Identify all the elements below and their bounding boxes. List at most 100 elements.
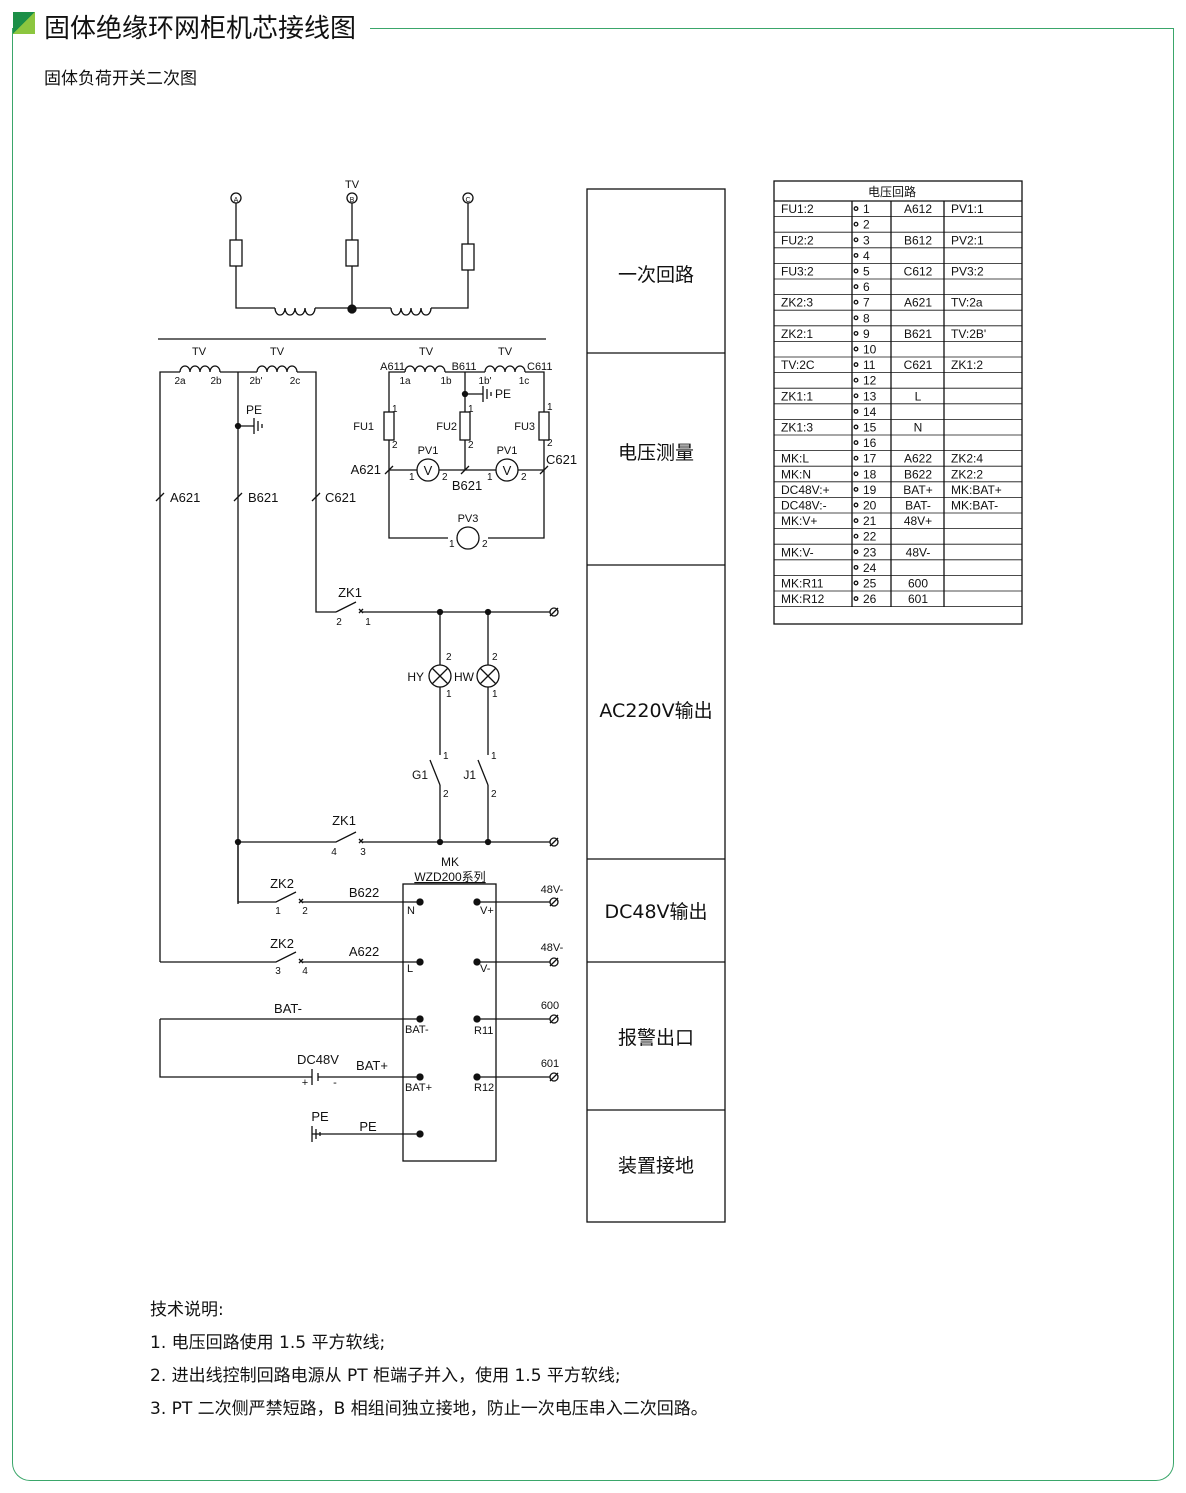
terminal-1a: 1a bbox=[399, 376, 411, 387]
table-cell-mid: A612 bbox=[904, 202, 932, 216]
voltage-measurement: PE FU1 FU2 FU3 TV TV A611 B611 C611 1a 1… bbox=[351, 346, 577, 550]
pe-ground-icon bbox=[238, 418, 263, 434]
dc48v-minus-out-terminal bbox=[549, 957, 559, 967]
link-terminal-icon bbox=[853, 408, 859, 414]
ac-out-n-terminal bbox=[549, 837, 559, 847]
link-terminal-icon bbox=[853, 252, 859, 258]
note-item: 2. 进出线控制回路电源从 PT 柜端子并入，使用 1.5 平方软线; bbox=[150, 1366, 621, 1386]
fu3-label: FU3 bbox=[514, 421, 535, 433]
link-terminal-icon bbox=[853, 362, 859, 368]
zk1-pin4: 4 bbox=[331, 847, 337, 858]
zk2-upper-switch-icon bbox=[237, 842, 420, 903]
zk2-pin3: 3 bbox=[275, 966, 281, 977]
fu3-pin1: 1 bbox=[547, 402, 553, 413]
link-terminal-icon bbox=[853, 268, 859, 274]
table-cell-num: 13 bbox=[863, 389, 877, 403]
out-48v-plus-label: 48V- bbox=[541, 884, 564, 896]
link-terminal-icon bbox=[853, 564, 859, 570]
zk2-pin1: 1 bbox=[275, 906, 281, 917]
zk1-pin2: 2 bbox=[336, 617, 342, 628]
link-terminal-icon bbox=[853, 377, 859, 383]
fu1-icon bbox=[383, 411, 395, 441]
pv2-symbol: V bbox=[503, 463, 512, 478]
section-ac220v-output: AC220V输出 bbox=[599, 700, 712, 722]
pv3-pin2: 2 bbox=[482, 539, 488, 550]
pv3-label: PV3 bbox=[458, 513, 479, 525]
table-cell-num: 2 bbox=[863, 218, 870, 232]
secondary-wires bbox=[159, 371, 336, 962]
pv3-meter-icon bbox=[456, 526, 480, 550]
mk-terminal-bat-minus: BAT- bbox=[405, 1024, 429, 1036]
b622-label: B622 bbox=[349, 885, 379, 900]
table-cell-left: ZK2:1 bbox=[781, 327, 813, 341]
table-cell-num: 21 bbox=[863, 514, 877, 528]
mk-terminal-r12: R12 bbox=[474, 1082, 494, 1094]
page-title: 固体绝缘环网柜机芯接线图 bbox=[44, 14, 357, 44]
bat-minus-label: BAT- bbox=[274, 1001, 302, 1016]
table-cell-num: 10 bbox=[863, 343, 877, 357]
table-cell-mid: A622 bbox=[904, 452, 932, 466]
mk-terminal-r11: R11 bbox=[474, 1025, 493, 1037]
ac-out-l-terminal bbox=[549, 607, 559, 617]
pv1-pin1: 1 bbox=[409, 472, 415, 483]
c611-label: C611 bbox=[527, 361, 552, 373]
zk1-pin1: 1 bbox=[365, 617, 371, 628]
wzd-label: WZD200系列 bbox=[414, 870, 485, 884]
terminal-1b: 1b bbox=[440, 376, 452, 387]
neutral-node bbox=[347, 304, 357, 314]
link-terminal-icon bbox=[853, 299, 859, 305]
table-cell-right: PV2:1 bbox=[951, 233, 984, 247]
zk1-pin3: 3 bbox=[360, 847, 366, 858]
technical-notes: 技术说明: 1. 电压回路使用 1.5 平方软线; 2. 进出线控制回路电源从 … bbox=[150, 1294, 708, 1426]
dc48v-label: DC48V bbox=[297, 1052, 339, 1067]
hy-pin1: 1 bbox=[446, 689, 452, 700]
pe-left-label: PE bbox=[311, 1109, 329, 1124]
table-cell-right: PV1:1 bbox=[951, 202, 984, 216]
terminal-2c: 2c bbox=[290, 376, 301, 387]
out-48v-minus-label: 48V- bbox=[541, 942, 564, 954]
table-cell-mid: B621 bbox=[904, 327, 932, 341]
g1-pin2: 2 bbox=[443, 789, 449, 800]
hw-pin1: 1 bbox=[492, 689, 498, 700]
table-cell-left: MK:V- bbox=[781, 545, 814, 559]
pv2-pin2: 2 bbox=[521, 472, 527, 483]
tv-meas-coil-ab-icon bbox=[404, 365, 446, 373]
tv-meas-label-2: TV bbox=[498, 346, 513, 358]
table-cell-left: MK:L bbox=[781, 452, 809, 466]
link-terminal-icon bbox=[853, 237, 859, 243]
mk-terminal-bat-plus: BAT+ bbox=[405, 1082, 432, 1094]
table-cell-right: MK:BAT- bbox=[951, 499, 998, 513]
link-terminal-icon bbox=[853, 315, 859, 321]
fu2-pin2: 2 bbox=[468, 440, 474, 451]
link-terminal-icon bbox=[853, 206, 859, 212]
meas-pe-label: PE bbox=[495, 387, 511, 401]
tv-primary-coil-left-icon bbox=[274, 307, 316, 316]
link-terminal-icon bbox=[853, 486, 859, 492]
a622-label: A622 bbox=[349, 944, 379, 959]
mk-output-wires bbox=[477, 901, 550, 1078]
a611-label: A611 bbox=[380, 361, 405, 373]
table-cell-num: 3 bbox=[863, 233, 870, 247]
pv1-label: PV1 bbox=[418, 445, 439, 457]
table-cell-mid: BAT+ bbox=[903, 483, 932, 497]
link-terminal-icon bbox=[853, 549, 859, 555]
fu2-pin1: 1 bbox=[468, 404, 474, 415]
battery-wires bbox=[159, 1018, 420, 1078]
tv-coil-ab-icon bbox=[179, 365, 221, 373]
tv-meas-coil-bc-icon bbox=[484, 365, 526, 373]
table-cell-num: 12 bbox=[863, 374, 877, 388]
lamp-wires bbox=[439, 612, 489, 842]
table-cell-num: 1 bbox=[863, 202, 870, 216]
primary-circuit: A B C TV bbox=[158, 179, 546, 340]
table-cell-num: 25 bbox=[863, 577, 877, 591]
note-item: 1. 电压回路使用 1.5 平方软线; bbox=[150, 1333, 386, 1353]
mk-module-box bbox=[402, 883, 497, 1162]
zk1-lower-label: ZK1 bbox=[332, 813, 356, 828]
a621-label: A621 bbox=[170, 490, 200, 505]
fu1-pin2: 2 bbox=[392, 440, 398, 451]
meter-node-marks bbox=[384, 465, 549, 475]
table-cell-left: ZK1:3 bbox=[781, 421, 813, 435]
terminal-1c: 1c bbox=[519, 376, 530, 387]
table-cell-num: 4 bbox=[863, 249, 870, 263]
table-cell-num: 6 bbox=[863, 280, 870, 294]
